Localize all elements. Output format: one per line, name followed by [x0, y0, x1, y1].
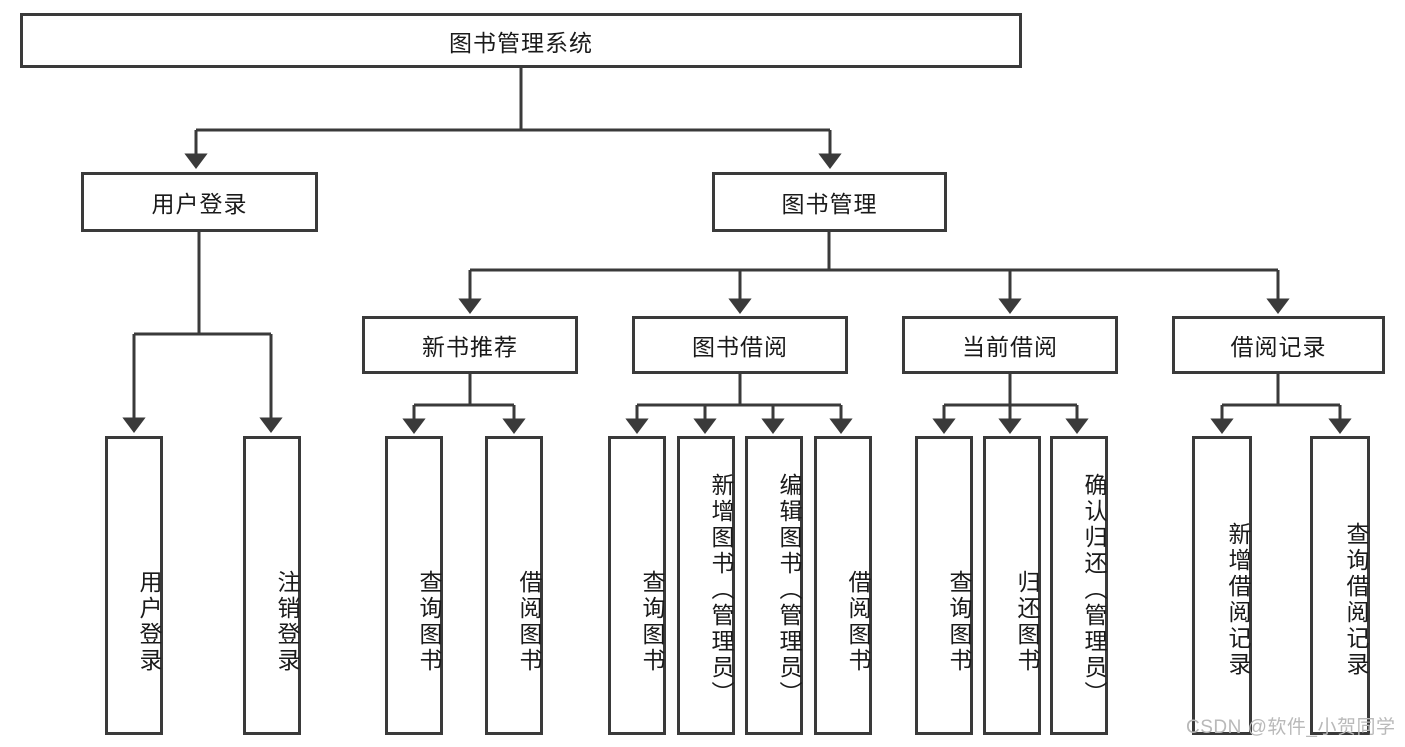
leaf-user-login[interactable]: 用户登录: [105, 436, 163, 735]
leaf-edit-book-admin[interactable]: 编辑图书（管理员）: [745, 436, 803, 735]
leaf-logout[interactable]: 注销登录: [243, 436, 301, 735]
leaf-borrow-book[interactable]: 借阅图书: [814, 436, 872, 735]
node-root-system[interactable]: 图书管理系统: [20, 13, 1022, 68]
leaf-add-book-admin[interactable]: 新增图书（管理员）: [677, 436, 735, 735]
node-book-borrow[interactable]: 图书借阅: [632, 316, 848, 374]
csdn-watermark: CSDN @软件_小贺同学: [1186, 717, 1396, 738]
leaf-query-book-recommend[interactable]: 查询图书: [385, 436, 443, 735]
leaf-return-book[interactable]: 归还图书: [983, 436, 1041, 735]
node-new-book-recommend[interactable]: 新书推荐: [362, 316, 578, 374]
node-current-borrow[interactable]: 当前借阅: [902, 316, 1118, 374]
leaf-borrow-book-recommend[interactable]: 借阅图书: [485, 436, 543, 735]
node-borrow-record[interactable]: 借阅记录: [1172, 316, 1385, 374]
leaf-query-borrow-record[interactable]: 查询借阅记录: [1310, 436, 1370, 735]
leaf-query-book-current[interactable]: 查询图书: [915, 436, 973, 735]
node-user-login[interactable]: 用户登录: [81, 172, 318, 232]
leaf-add-borrow-record[interactable]: 新增借阅记录: [1192, 436, 1252, 735]
node-book-management[interactable]: 图书管理: [712, 172, 947, 232]
leaf-query-book-borrow[interactable]: 查询图书: [608, 436, 666, 735]
leaf-confirm-return-admin[interactable]: 确认归还（管理员）: [1050, 436, 1108, 735]
